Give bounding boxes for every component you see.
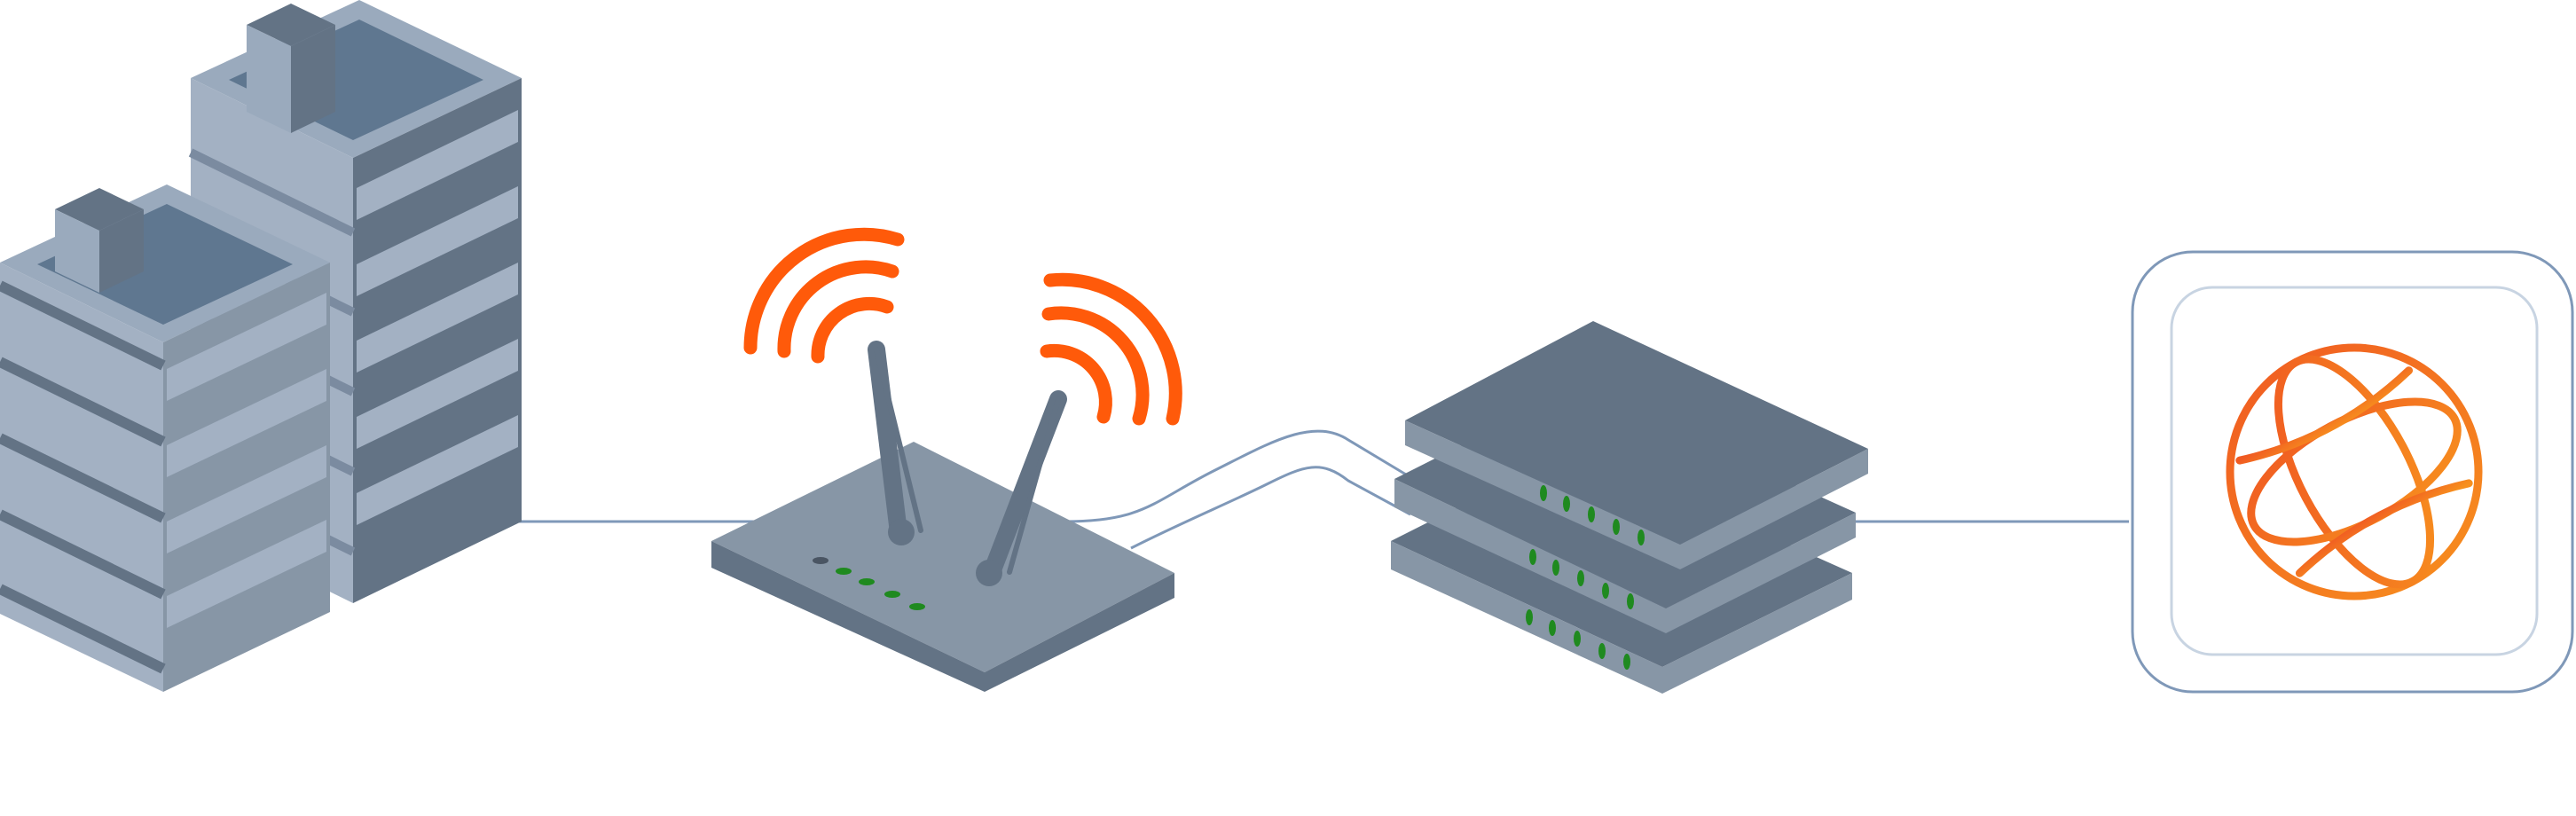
link-router-switch-cable xyxy=(1064,429,1411,550)
wireless-router-icon xyxy=(711,227,1182,692)
router-antennas xyxy=(868,341,1067,586)
router-status-leds xyxy=(813,557,925,610)
globe-icon xyxy=(2226,343,2483,600)
router-top xyxy=(711,442,1174,672)
internet-frame-outer xyxy=(2131,250,2574,694)
internet-node xyxy=(2131,250,2574,694)
wifi-signal-icon xyxy=(743,227,1182,426)
internet-frame-inner xyxy=(2170,286,2539,656)
network-switch-icon xyxy=(1391,321,1868,694)
switch-unit-top xyxy=(1405,321,1868,569)
building-front xyxy=(0,184,330,692)
office-building-icon xyxy=(0,0,522,692)
connections xyxy=(519,429,2129,550)
